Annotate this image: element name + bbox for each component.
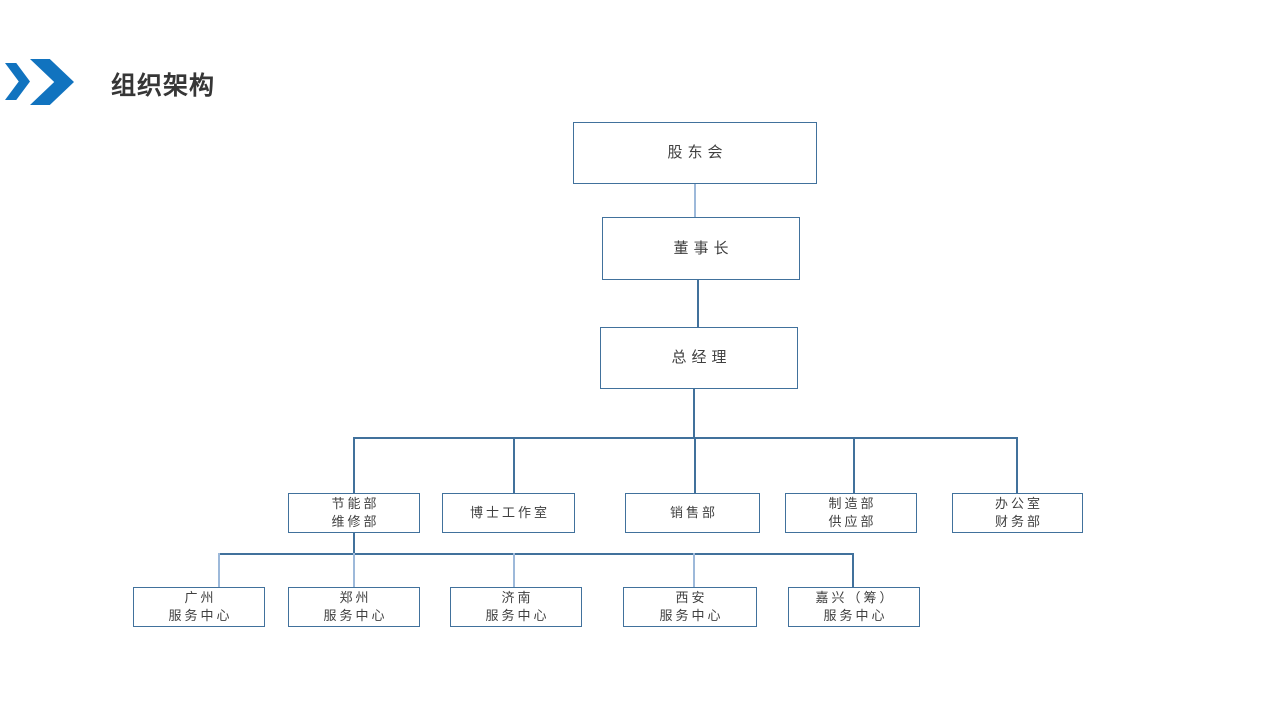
connector-bus-doctor-studio: [513, 437, 515, 493]
org-node-label: 办公室: [994, 496, 1043, 511]
org-node-guangzhou-service-center: 广州 服务中心: [133, 587, 265, 627]
connector-shareholders-chairman: [694, 184, 696, 217]
connector-bus2-jiaxing: [852, 553, 854, 587]
connector-departments-bus: [353, 437, 1018, 439]
org-node-label: 供应部: [828, 514, 877, 529]
org-node-energy-maintenance-dept: 节能部 维修部: [288, 493, 420, 533]
connector-energy-maintenance-bus2: [353, 533, 355, 553]
org-node-general-manager: 总经理: [600, 327, 798, 389]
org-node-label: 博士工作室: [469, 505, 550, 520]
org-node-jinan-service-center: 济南 服务中心: [450, 587, 582, 627]
org-node-label: 服务中心: [485, 608, 550, 623]
org-node-label: 销售部: [669, 505, 718, 520]
org-node-label: 董事长: [673, 239, 734, 257]
connector-bus2-xian: [693, 553, 695, 587]
connector-bus2-guangzhou: [218, 553, 220, 587]
connector-bus-sales: [694, 437, 696, 493]
org-node-label: 郑州: [339, 590, 372, 605]
org-node-label: 服务中心: [659, 608, 724, 623]
org-node-label: 嘉兴（筹）: [815, 590, 896, 605]
org-node-label: 制造部: [828, 496, 877, 511]
org-node-label: 节能部: [331, 496, 380, 511]
connector-general-manager-bus: [693, 389, 695, 437]
slide-title: 组织架构: [111, 72, 216, 100]
org-node-shareholders: 股东会: [573, 122, 817, 184]
org-node-doctor-studio: 博士工作室: [442, 493, 575, 533]
connector-bus-office-finance: [1016, 437, 1018, 493]
org-node-label: 广州: [184, 590, 217, 605]
connector-bus2-jinan: [513, 553, 515, 587]
org-node-chairman: 董事长: [602, 217, 800, 280]
org-node-label: 济南: [501, 590, 534, 605]
connector-bus-manufacture-supply: [853, 437, 855, 493]
org-node-label: 服务中心: [168, 608, 233, 623]
org-node-label: 财务部: [994, 514, 1043, 529]
org-node-label: 服务中心: [323, 608, 388, 623]
org-node-label: 服务中心: [823, 608, 888, 623]
org-node-manufacture-supply-dept: 制造部 供应部: [785, 493, 917, 533]
org-node-label: 西安: [675, 590, 708, 605]
connector-service-centers-bus: [218, 553, 853, 555]
connector-bus-energy-maintenance: [353, 437, 355, 493]
org-node-jiaxing-service-center: 嘉兴（筹） 服务中心: [788, 587, 920, 627]
connector-chairman-general-manager: [697, 280, 699, 327]
org-node-office-finance-dept: 办公室 财务部: [952, 493, 1083, 533]
chevron-right-icon: [5, 63, 30, 100]
org-node-sales-dept: 销售部: [625, 493, 760, 533]
connector-bus2-zhengzhou: [353, 553, 355, 587]
org-node-label: 总经理: [671, 349, 732, 366]
org-node-zhengzhou-service-center: 郑州 服务中心: [288, 587, 420, 627]
chevron-right-icon: [30, 59, 74, 105]
org-node-xian-service-center: 西安 服务中心: [623, 587, 757, 627]
org-node-label: 股东会: [667, 144, 728, 161]
org-node-label: 维修部: [331, 514, 380, 529]
